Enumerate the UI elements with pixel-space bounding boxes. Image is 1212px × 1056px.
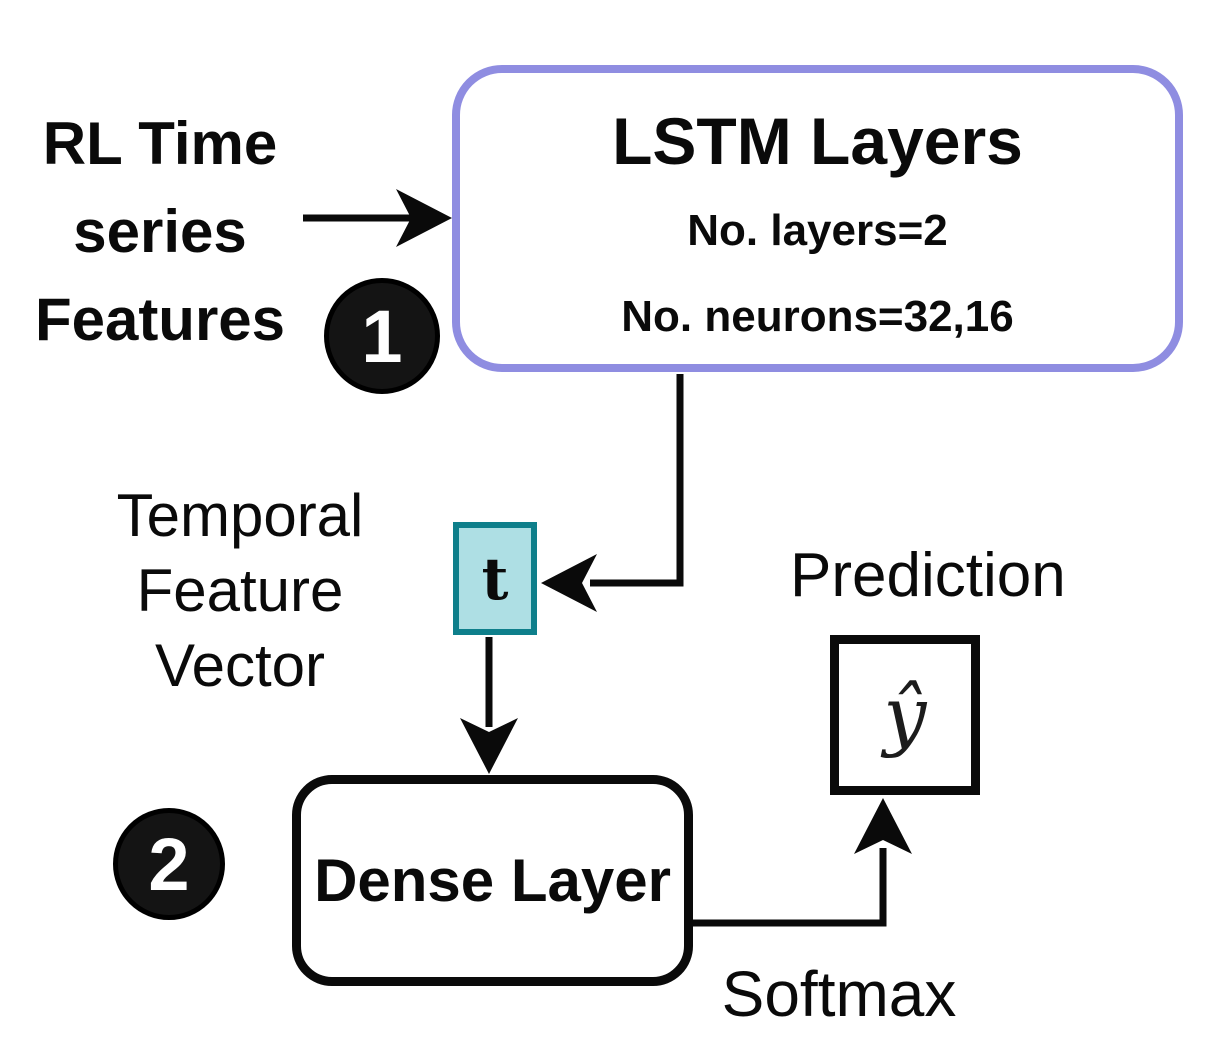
step-2-number: 2: [148, 822, 190, 906]
lstm-layers-detail: No. layers=2: [687, 206, 948, 255]
lstm-box: LSTM Layers No. layers=2 No. neurons=32,…: [452, 65, 1183, 372]
input-features-label: RL Time series Features: [30, 100, 290, 364]
temporal-feature-vector-label: Temporal Feature Vector: [115, 478, 365, 703]
prediction-output-box: ŷ: [830, 635, 980, 795]
softmax-label: Softmax: [721, 958, 957, 1030]
lstm-neurons-detail: No. neurons=32,16: [621, 292, 1014, 341]
dense-layer-box: Dense Layer: [292, 775, 693, 986]
step-1-number: 1: [361, 294, 403, 378]
input-features-line-1: RL Time: [42, 110, 278, 177]
step-2-badge: 2: [113, 808, 225, 920]
yhat-label: ŷ: [883, 670, 927, 759]
dense-to-prediction-connector: [693, 798, 912, 927]
input-features-line-2: series: [73, 198, 247, 265]
step-1-badge: 1: [324, 278, 440, 394]
dense-layer-label: Dense Layer: [314, 847, 671, 914]
lstm-title: LSTM Layers: [612, 104, 1023, 178]
temporal-label-line-3: Vector: [154, 632, 326, 699]
input-to-lstm-arrow: [303, 189, 452, 247]
lstm-to-t-connector: [541, 374, 684, 612]
t-to-dense-arrow: [460, 637, 518, 774]
prediction-label: Prediction: [790, 541, 1066, 610]
temporal-vector-box: t: [453, 522, 537, 635]
t-label: t: [481, 544, 509, 613]
temporal-label-line-2: Feature: [136, 557, 344, 624]
temporal-label-line-1: Temporal: [116, 482, 364, 549]
input-features-line-3: Features: [34, 286, 286, 353]
